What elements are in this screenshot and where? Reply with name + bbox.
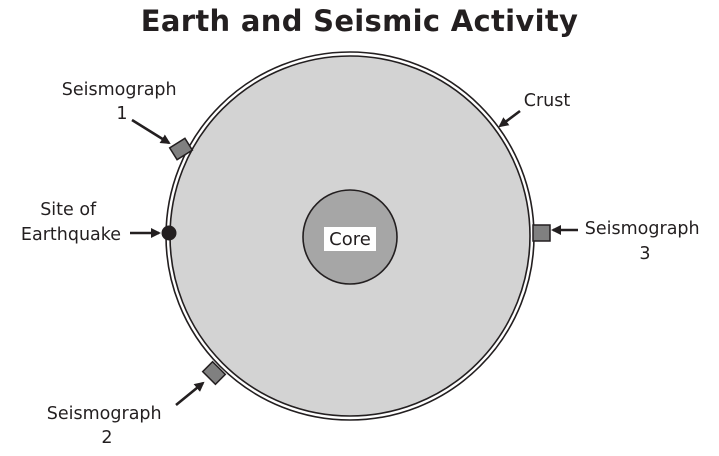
seismograph-3-marker <box>532 224 551 242</box>
seismograph-1-label-line1: Seismograph <box>62 80 177 100</box>
earthquake-label-line2: Earthquake <box>21 225 121 245</box>
seismograph-1-marker <box>168 137 194 161</box>
seismograph-2-label-line1: Seismograph <box>47 404 162 424</box>
seismograph-3-label-line1: Seismograph <box>585 219 700 239</box>
diagram-title: Earth and Seismic Activity <box>140 4 579 38</box>
seismograph-1-label: Seismograph 1 <box>62 80 182 124</box>
seismograph-2-marker <box>201 360 227 386</box>
seismograph-2-label-line2: 2 <box>101 428 112 448</box>
seismograph-1-arrow <box>131 118 171 145</box>
seismograph-1-label-line2: 1 <box>116 104 127 124</box>
crust-arrow <box>498 109 521 128</box>
seismograph-3-label-line2: 3 <box>639 244 650 264</box>
core-label-box <box>324 227 376 251</box>
seismograph-2-arrow <box>175 381 205 407</box>
core-label: Core <box>329 229 371 250</box>
earthquake-label-line1: Site of <box>40 200 97 220</box>
earthquake-label: Site of Earthquake <box>21 200 121 245</box>
seismograph-2-label: Seismograph 2 <box>47 404 167 448</box>
earthquake-site-marker <box>161 225 177 241</box>
crust-label: Crust <box>524 91 571 111</box>
seismograph-3-label: Seismograph 3 <box>585 219 705 264</box>
